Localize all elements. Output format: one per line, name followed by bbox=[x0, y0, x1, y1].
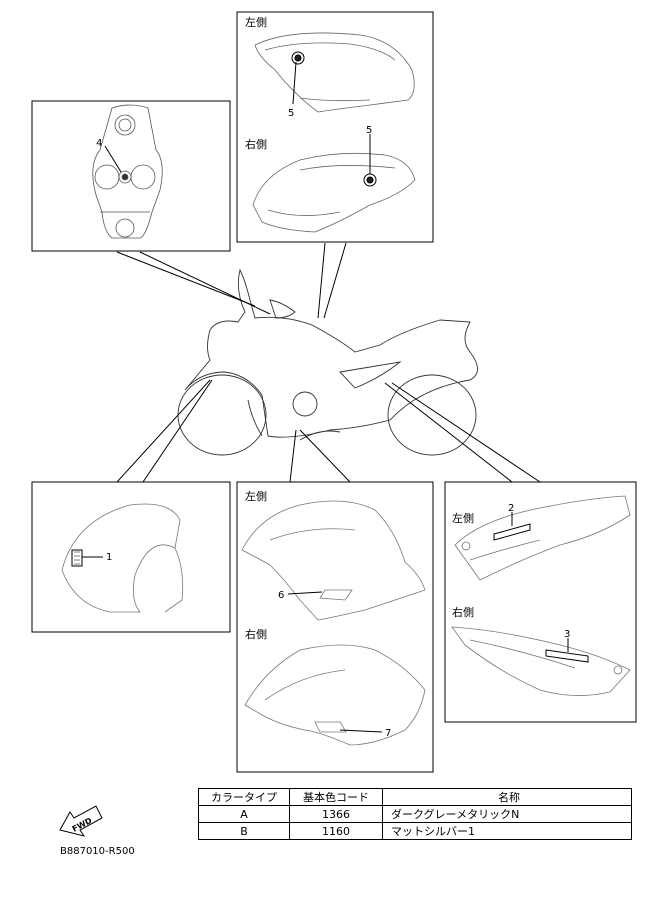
emblem-left bbox=[291, 51, 305, 65]
leader-tank-2 bbox=[323, 242, 347, 319]
tank-right-drawing bbox=[252, 152, 416, 233]
leader-side bbox=[384, 382, 513, 483]
cowl-right-drawing bbox=[244, 644, 426, 746]
fender-panel bbox=[31, 481, 231, 633]
cowl-right-label: 右側 bbox=[245, 627, 267, 641]
leader-tank bbox=[317, 242, 326, 319]
side-right-label: 右側 bbox=[452, 605, 474, 619]
callout-6: 6 bbox=[278, 590, 284, 601]
table-row: A 1366 ダークグレーメタリックN bbox=[198, 805, 632, 823]
row-b-type: B bbox=[198, 822, 290, 840]
decal-1 bbox=[71, 549, 83, 567]
callout-line-6 bbox=[287, 591, 323, 595]
row-a-type: A bbox=[198, 805, 290, 823]
callout-4: 4 bbox=[96, 138, 102, 149]
cowl-left-drawing bbox=[241, 500, 426, 621]
leader-steering-2 bbox=[116, 251, 256, 307]
header-color-type: カラータイプ bbox=[198, 788, 290, 806]
callout-7: 7 bbox=[385, 728, 391, 739]
decal-3 bbox=[545, 649, 589, 663]
tank-left-label: 左側 bbox=[245, 16, 267, 29]
callout-line-4 bbox=[104, 145, 122, 173]
row-a-code: 1366 bbox=[289, 805, 383, 823]
callout-2: 2 bbox=[508, 503, 514, 514]
diagram-code: B887010-R500 bbox=[60, 846, 135, 857]
leader-fender-2 bbox=[142, 379, 213, 483]
callout-3: 3 bbox=[564, 629, 570, 640]
header-name: 名称 bbox=[382, 788, 632, 806]
callout-line-5-left bbox=[292, 61, 297, 105]
side-cover-panel bbox=[444, 481, 637, 723]
row-b-name: マットシルバー1 bbox=[382, 822, 632, 840]
steering-crown-drawing bbox=[92, 104, 163, 239]
decal-2 bbox=[493, 523, 531, 541]
callout-5-left: 5 bbox=[288, 108, 294, 119]
emblem-left-core bbox=[294, 54, 302, 62]
tank-panel bbox=[236, 11, 434, 243]
callout-line-7 bbox=[339, 729, 383, 733]
cowl-panel bbox=[236, 481, 434, 773]
leader-cowl bbox=[289, 429, 297, 483]
header-base-code: 基本色コード bbox=[289, 788, 383, 806]
motorcycle-silhouette bbox=[177, 268, 478, 456]
leader-side-2 bbox=[391, 382, 541, 483]
callout-5-right: 5 bbox=[366, 125, 372, 136]
row-b-code: 1160 bbox=[289, 822, 383, 840]
tank-right-label: 右側 bbox=[245, 137, 267, 151]
side-cover-left-drawing bbox=[454, 495, 631, 581]
leader-fender bbox=[116, 379, 211, 483]
table-row: B 1160 マットシルバー1 bbox=[198, 822, 632, 840]
emblem-right-core bbox=[366, 176, 374, 184]
steering-panel bbox=[31, 100, 231, 252]
leader-cowl-2 bbox=[299, 429, 351, 483]
side-left-label: 左側 bbox=[452, 512, 474, 525]
fwd-label: FWD bbox=[71, 816, 94, 834]
row-a-name: ダークグレーメタリックN bbox=[382, 805, 632, 823]
side-cover-right-drawing bbox=[451, 626, 631, 696]
cowl-left-label: 左側 bbox=[245, 490, 267, 503]
callout-1: 1 bbox=[106, 552, 112, 563]
color-table: カラータイプ 基本色コード 名称 A 1366 ダークグレーメタリックN B 1… bbox=[198, 788, 632, 840]
fender-drawing bbox=[61, 503, 184, 613]
tank-left-drawing bbox=[254, 32, 415, 113]
decal-1-lines bbox=[74, 551, 80, 565]
fwd-arrow-icon bbox=[59, 805, 103, 837]
color-table-header: カラータイプ 基本色コード 名称 bbox=[198, 788, 632, 806]
